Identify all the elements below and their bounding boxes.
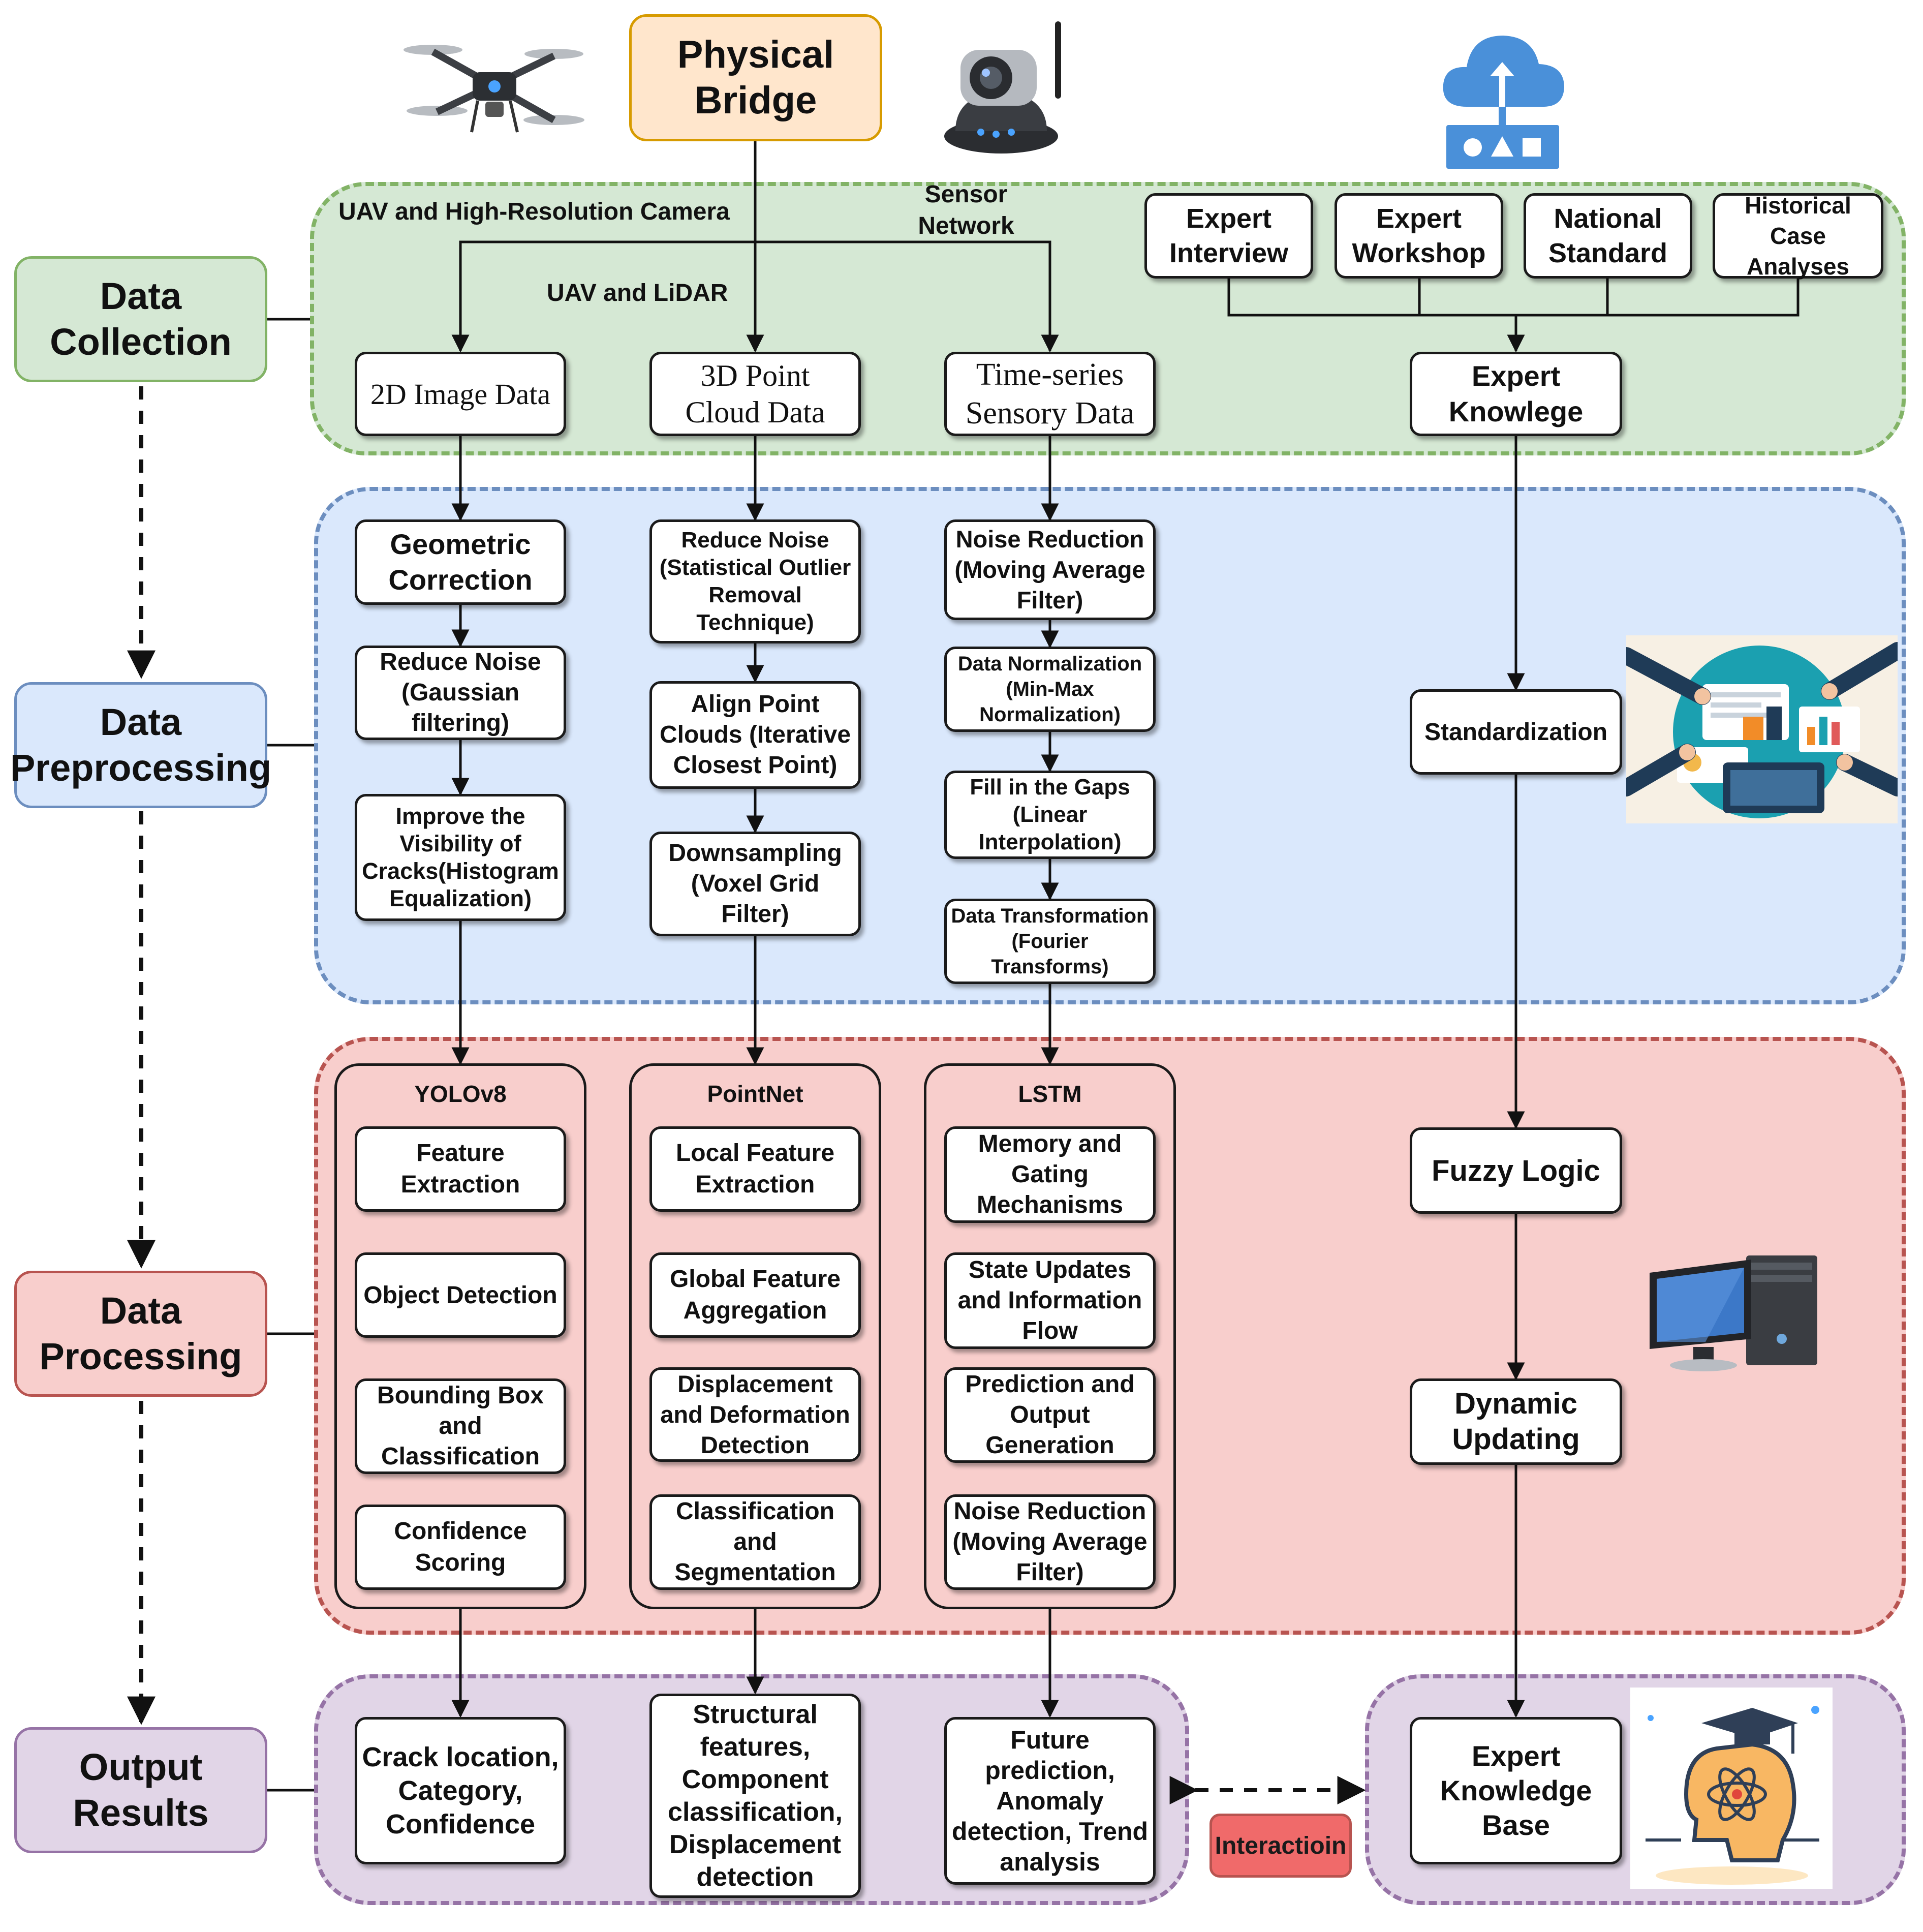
stage-data-processing: Data Processing bbox=[14, 1271, 267, 1397]
physical-bridge: Physical Bridge bbox=[629, 14, 882, 141]
displacement-detection-node: Displacement and Deformation Detection bbox=[649, 1367, 861, 1462]
lstm-noise-reduction-node: Noise Reduction (Moving Average Filter) bbox=[944, 1494, 1156, 1590]
historical-case-analyses-node: Historical Case Analyses bbox=[1713, 192, 1883, 280]
fuzzy-logic-node: Fuzzy Logic bbox=[1410, 1127, 1622, 1214]
global-feature-node: Global Feature Aggregation bbox=[649, 1252, 861, 1338]
confidence-scoring-node: Confidence Scoring bbox=[355, 1505, 566, 1590]
future-prediction-output-node: Future prediction, Anomaly detection, Tr… bbox=[944, 1717, 1156, 1885]
geometric-correction-node: Geometric Correction bbox=[355, 519, 566, 605]
statistical-outlier-node: Reduce Noise (Statistical Outlier Remova… bbox=[649, 519, 861, 643]
stage-data-preprocessing: Data Preprocessing bbox=[10, 682, 271, 808]
expert-workshop-node: Expert Workshop bbox=[1335, 193, 1503, 279]
point-cloud-node: 3D Point Cloud Data bbox=[649, 352, 861, 436]
stage-output-results: Output Results bbox=[14, 1727, 267, 1853]
drone-icon bbox=[404, 45, 584, 133]
local-feature-node: Local Feature Extraction bbox=[649, 1126, 861, 1212]
classification-segmentation-node: Classification and Segmentation bbox=[649, 1494, 861, 1590]
uav-lidar-label: UAV and LiDAR bbox=[547, 280, 728, 306]
memory-gating-node: Memory and Gating Mechanisms bbox=[944, 1126, 1156, 1223]
feature-extraction-node: Feature Extraction bbox=[355, 1126, 566, 1212]
time-series-node: Time-series Sensory Data bbox=[944, 352, 1156, 436]
expert-knowledge-node: Expert Knowlege bbox=[1410, 352, 1622, 436]
cloud-network-icon bbox=[1443, 36, 1564, 169]
min-max-normalization-node: Data Normalization (Min-Max Normalizatio… bbox=[944, 647, 1156, 732]
state-updates-node: State Updates and Information Flow bbox=[944, 1252, 1156, 1349]
image-data-node: 2D Image Data bbox=[355, 352, 566, 436]
yolov8-title: YOLOv8 bbox=[414, 1081, 507, 1107]
stage-data-collection: Data Collection bbox=[14, 256, 267, 382]
desktop-computer-icon bbox=[1650, 1255, 1817, 1371]
expert-interview-node: Expert Interview bbox=[1144, 193, 1313, 279]
national-standard-node: National Standard bbox=[1524, 193, 1692, 279]
expert-knowledge-base-node: Expert Knowledge Base bbox=[1410, 1717, 1622, 1864]
sensor-network-label: Sensor Network bbox=[918, 181, 1014, 239]
histogram-equalization-node: Improve the Visibility of Cracks(Histogr… bbox=[355, 794, 566, 921]
standardization-node: Standardization bbox=[1410, 689, 1622, 775]
reduce-noise-gaussian-node: Reduce Noise (Gaussian filtering) bbox=[355, 646, 566, 740]
voxel-grid-node: Downsampling (Voxel Grid Filter) bbox=[649, 832, 861, 936]
camera-icon bbox=[944, 21, 1061, 154]
dynamic-updating-node: Dynamic Updating bbox=[1410, 1378, 1622, 1465]
lstm-container: LSTM bbox=[924, 1063, 1176, 1609]
uav-camera-label: UAV and High-Resolution Camera bbox=[338, 198, 730, 225]
linear-interpolation-node: Fill in the Gaps (Linear Interpolation) bbox=[944, 771, 1156, 859]
moving-average-node: Noise Reduction (Moving Average Filter) bbox=[944, 519, 1156, 620]
fourier-transforms-node: Data Transformation (Fourier Transforms) bbox=[944, 899, 1156, 984]
yolov8-container: YOLOv8 bbox=[334, 1063, 586, 1609]
crack-output-node: Crack location, Category, Confidence bbox=[355, 1717, 566, 1864]
prediction-output-node: Prediction and Output Generation bbox=[944, 1367, 1156, 1463]
interaction-label: Interactioin bbox=[1209, 1814, 1352, 1878]
pointnet-title: PointNet bbox=[707, 1081, 803, 1107]
bounding-box-node: Bounding Box and Classification bbox=[355, 1378, 566, 1474]
expert-head-icon bbox=[1630, 1688, 1833, 1889]
lstm-title: LSTM bbox=[1018, 1081, 1082, 1107]
iterative-closest-point-node: Align Point Clouds (Iterative Closest Po… bbox=[649, 681, 861, 789]
teamwork-illustration-icon bbox=[1626, 635, 1898, 823]
structural-output-node: Structural features, Component classific… bbox=[649, 1694, 861, 1898]
pointnet-container: PointNet bbox=[629, 1063, 881, 1609]
object-detection-node: Object Detection bbox=[355, 1252, 566, 1338]
